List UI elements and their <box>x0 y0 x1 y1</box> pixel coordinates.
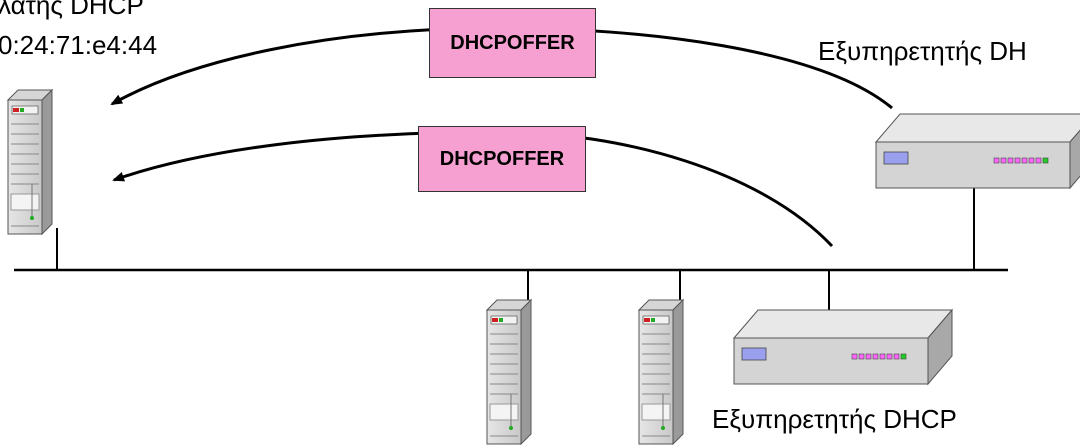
client-mac-label: 0:24:71:e4:44 <box>0 30 158 60</box>
client-title-label: λάτης DHCP <box>0 0 144 20</box>
dhcpoffer-box-bottom: DHCPOFFER <box>418 126 586 192</box>
client-tower-icon <box>7 89 53 235</box>
server-bottom-switch-icon <box>733 309 953 385</box>
server-top-switch-icon <box>875 113 1080 189</box>
host-tower-icon-1 <box>486 299 532 445</box>
server-top-label: Εξυπηρετητής DH <box>818 36 1027 66</box>
dhcpoffer-box-top: DHCPOFFER <box>429 8 596 78</box>
server-bottom-label: Εξυπηρετητής DHCP <box>712 404 957 434</box>
host-tower-icon-2 <box>638 299 684 445</box>
